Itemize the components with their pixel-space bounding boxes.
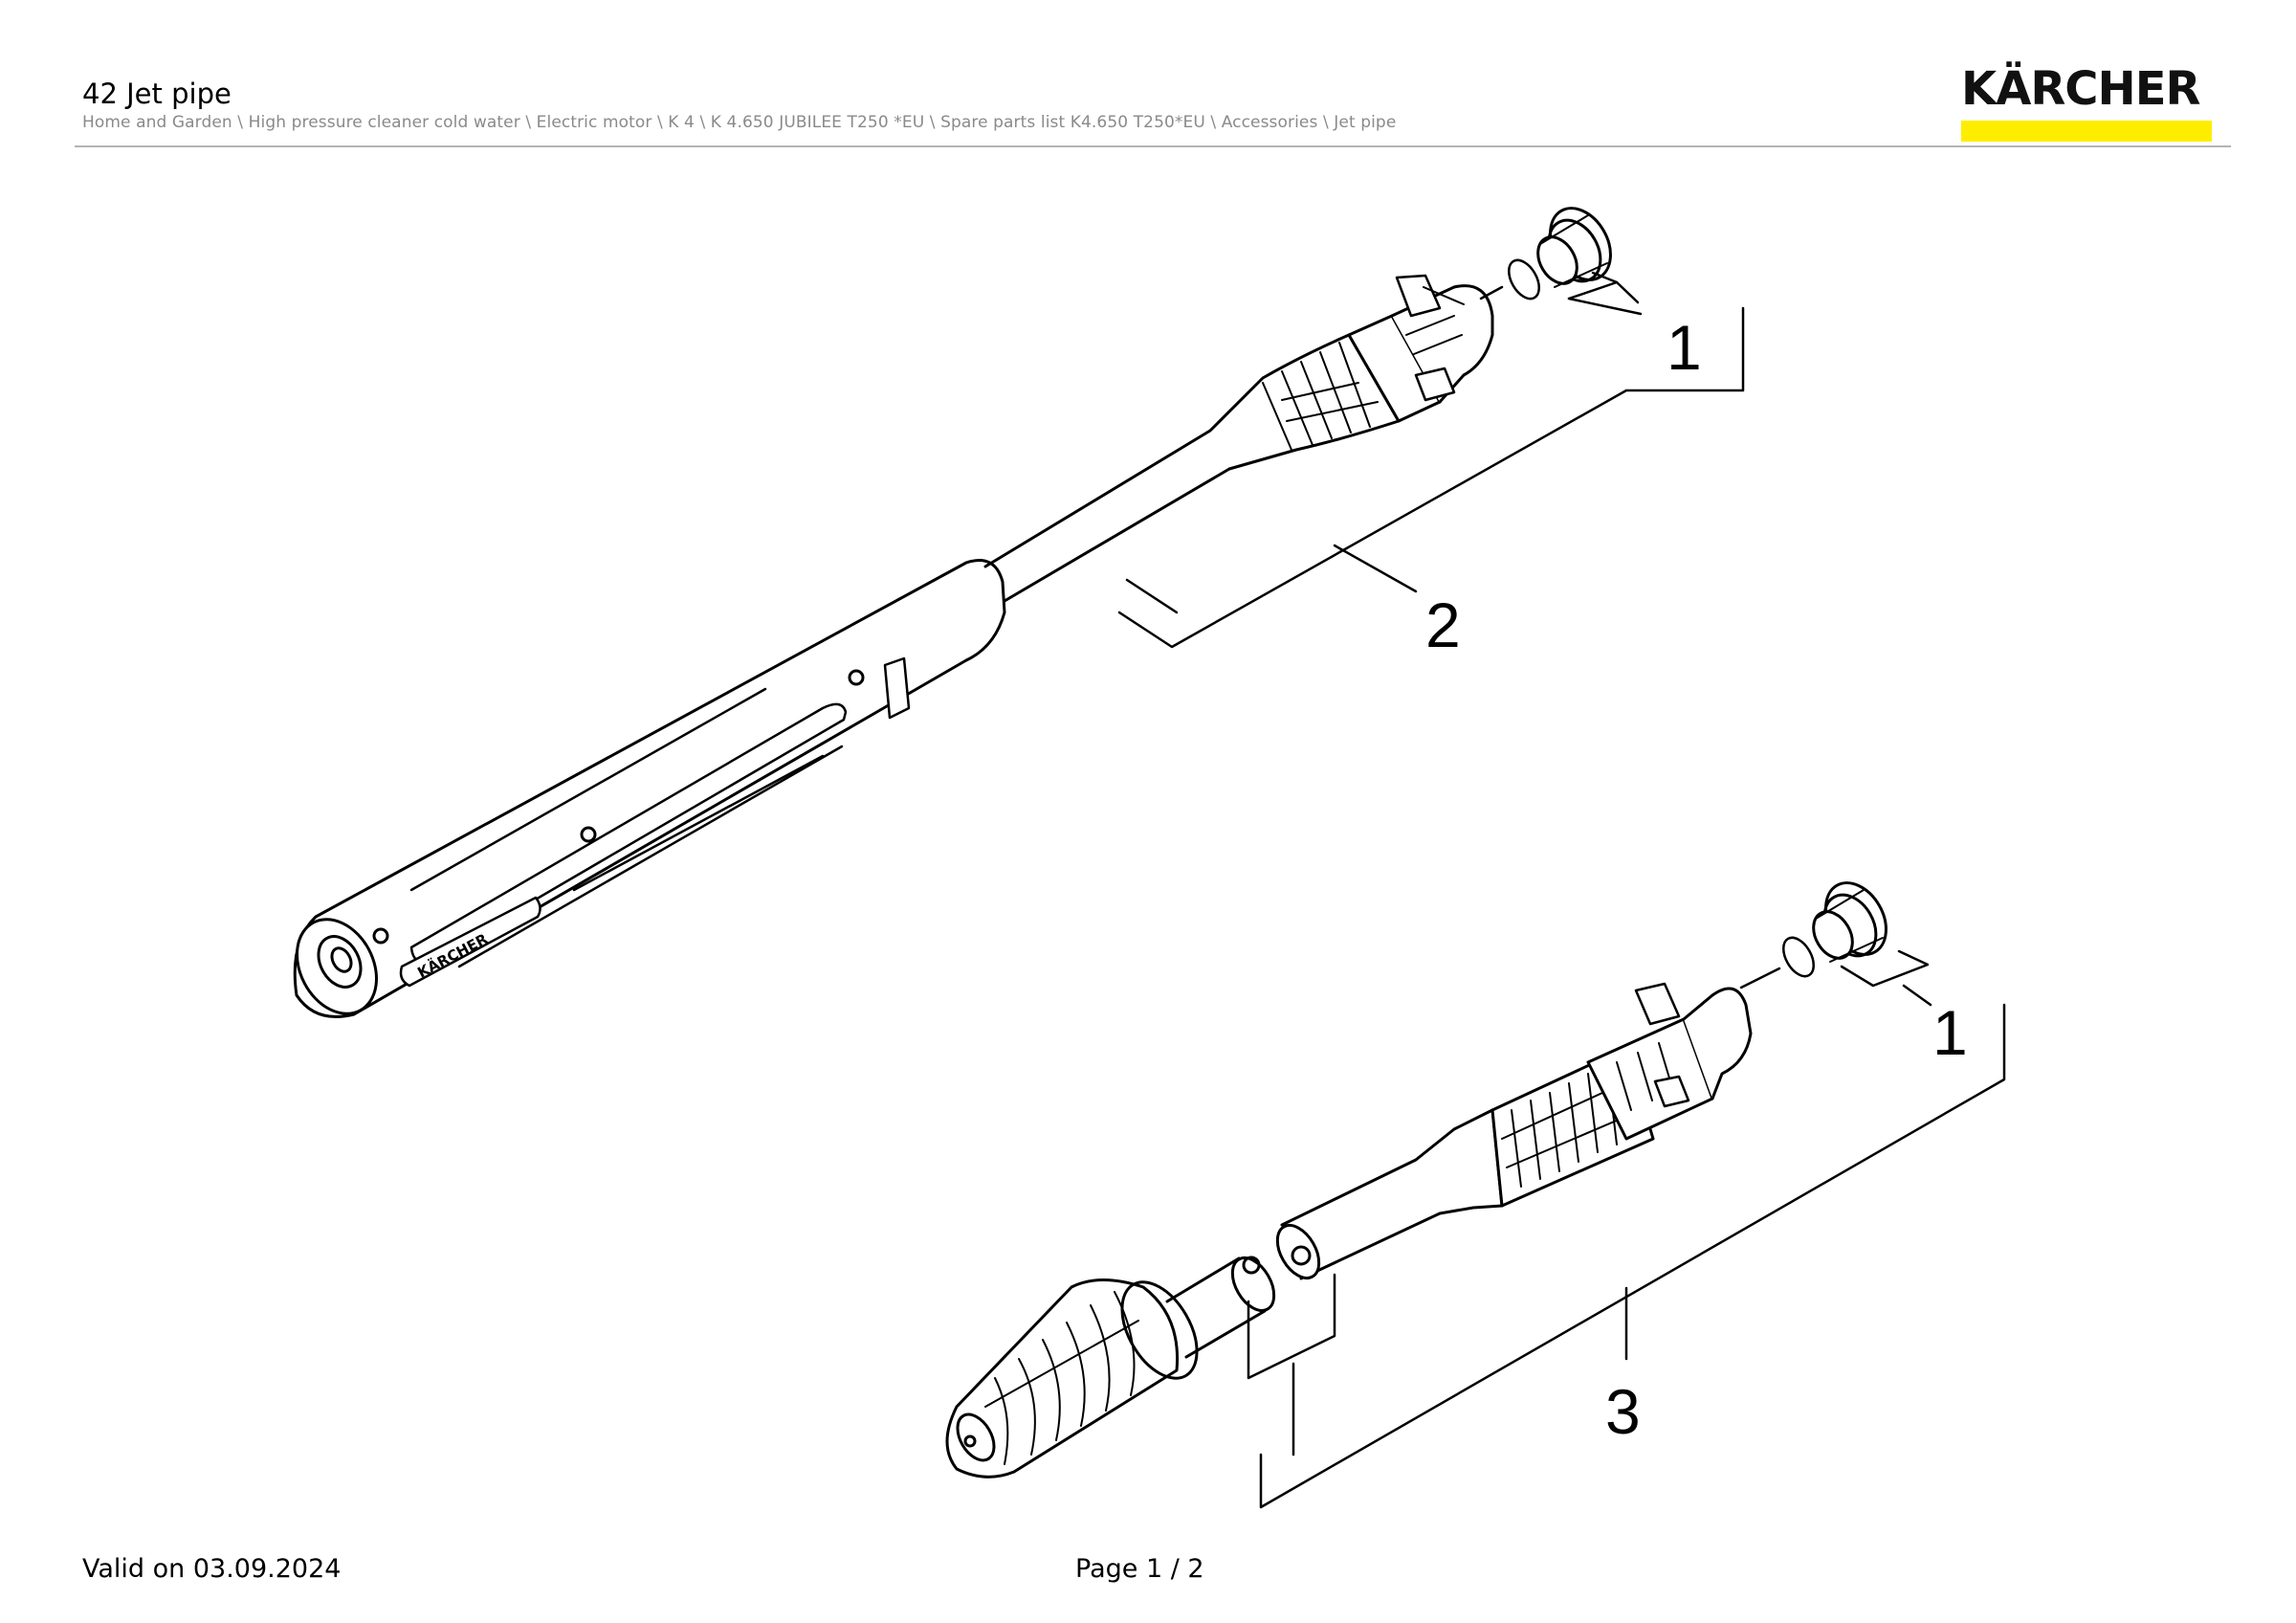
oring-bottom bbox=[1782, 936, 1815, 978]
brand-logo-bar bbox=[1961, 121, 2212, 142]
nozzle-insert-bottom bbox=[1812, 881, 1888, 963]
page-title: 42 Jet pipe bbox=[82, 78, 232, 110]
page-header: 42 Jet pipe Home and Garden \ High press… bbox=[82, 77, 1396, 132]
callout-1-bottom: 1 bbox=[1932, 997, 1968, 1068]
valid-on-date: Valid on 03.09.2024 bbox=[82, 1554, 342, 1584]
nozzle-insert-top bbox=[1536, 207, 1612, 288]
header-divider bbox=[75, 145, 2231, 147]
brand-logo: KÄRCHER bbox=[1961, 63, 2214, 142]
rotary-nozzle-assembly bbox=[945, 982, 1753, 1478]
jet-pipe-assembly: KÄRCHER bbox=[293, 274, 1494, 1018]
brand-logo-text: KÄRCHER bbox=[1961, 62, 2200, 116]
breadcrumb: Home and Garden \ High pressure cleaner … bbox=[82, 113, 1397, 132]
leader-lines bbox=[1117, 271, 2006, 1509]
page-number: Page 1 / 2 bbox=[1075, 1554, 1204, 1584]
callout-2: 2 bbox=[1425, 589, 1461, 660]
callout-1-top: 1 bbox=[1667, 312, 1702, 383]
callout-3: 3 bbox=[1605, 1376, 1641, 1447]
oring-top bbox=[1508, 258, 1540, 300]
